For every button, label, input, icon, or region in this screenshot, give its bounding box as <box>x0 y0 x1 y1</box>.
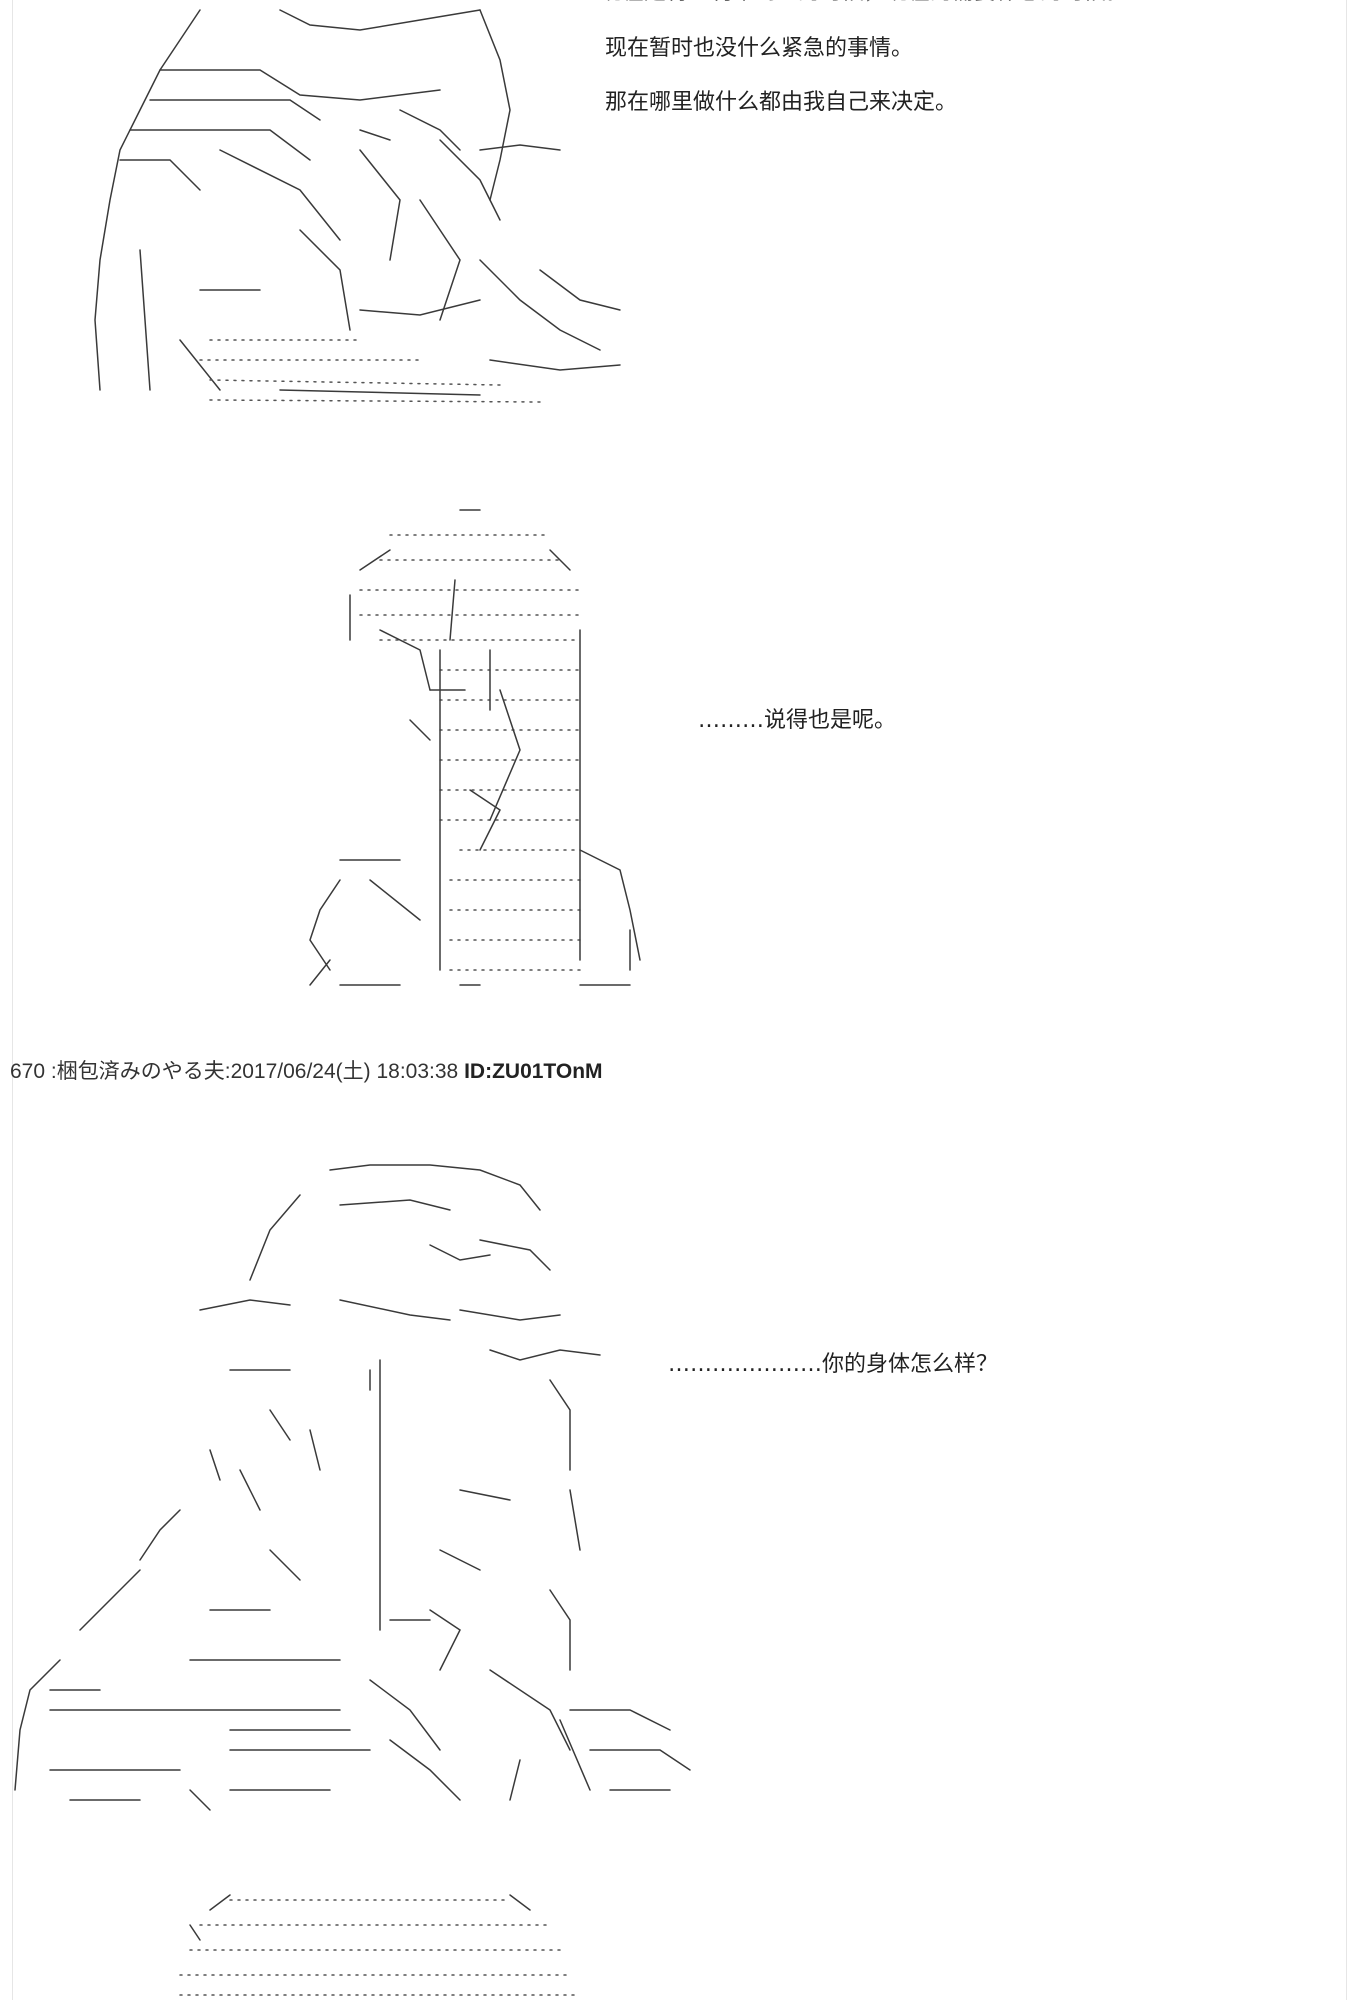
post-id: ID:ZU01TOnM <box>464 1060 603 1083</box>
post-author: 梱包済みのやる夫 <box>56 1060 225 1083</box>
post-separator: : <box>45 1060 57 1083</box>
post-date: 2017/06/24(土) 18:03:38 <box>230 1060 459 1083</box>
dialogue-line-2: 那在哪里做什么都由我自己来决定。 <box>605 90 958 115</box>
post-date-separator: : <box>224 1060 231 1083</box>
dialogue-line-3: ………说得也是呢。 <box>698 708 897 733</box>
ascii-art-hooded-figure <box>60 0 660 420</box>
dialogue-line-4: …………………你的身体怎么样？ <box>668 1352 999 1377</box>
dialogue-top-cut: 现在是特盖利布到里的时候，现在的需要休息的时候。 <box>600 0 1128 8</box>
ascii-art-standing-figure <box>300 490 680 1010</box>
page-left-border <box>12 0 13 2000</box>
ascii-art-long-hair-character <box>10 1150 710 1830</box>
page-right-border <box>1346 0 1347 2000</box>
post-number: 670 <box>10 1060 46 1083</box>
ascii-art-dotted-head <box>170 1880 590 2000</box>
post-header: 670 :梱包済みのやる夫:2017/06/24(土) 18:03:38 ID:… <box>10 1058 603 1086</box>
dialogue-line-1: 现在暂时也没什么紧急的事情。 <box>605 36 914 61</box>
